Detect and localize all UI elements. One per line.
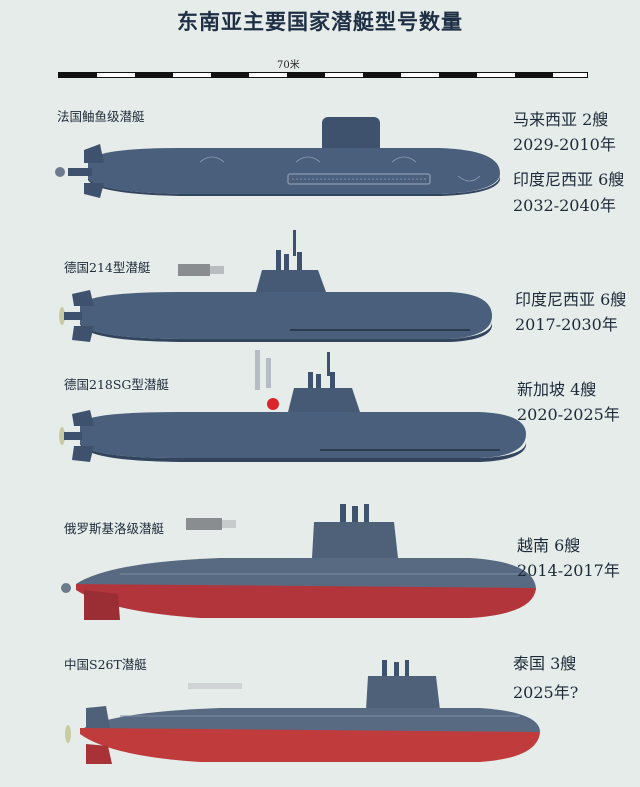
scale-bar: [58, 72, 588, 78]
info-line: 2017-2030年: [515, 314, 618, 334]
page-title: 东南亚主要国家潜艇型号数量: [177, 9, 463, 34]
info-line: 2020-2025年: [517, 404, 620, 424]
submarine-info-type214: 印度尼西亚 6艘 2017-2030年: [515, 288, 626, 338]
s26t-hull: [65, 660, 540, 764]
info-line: 2029-2010年: [513, 134, 616, 154]
info-line: 越南 6艘: [517, 536, 581, 555]
info-line: 2014-2017年: [517, 560, 620, 580]
submarine-info-kilo: 越南 6艘 2014-2017年: [517, 534, 620, 584]
submarine-name-kilo: 俄罗斯基洛级潜艇: [64, 521, 165, 536]
submarine-info-s26t: 泰国 3艘 2025年?: [513, 652, 578, 706]
submarine-info-type218sg: 新加坡 4艘 2020-2025年: [517, 378, 620, 428]
submarine-info-scorpene: 马来西亚 2艘 2029-2010年 印度尼西亚 6艘 2032-2040年: [513, 108, 624, 219]
info-line: 印度尼西亚 6艘: [513, 169, 625, 189]
submarine-name-s26t: 中国S26T潜艇: [64, 657, 147, 672]
info-line: 新加坡 4艘: [517, 380, 597, 399]
info-line: 2032-2040年: [513, 196, 616, 216]
type214-hull: [59, 230, 492, 342]
info-line: 马来西亚 2艘: [513, 110, 609, 129]
scorpene-hull: [55, 117, 500, 198]
info-line: 2025年?: [513, 682, 579, 702]
submarine-name-type218sg: 德国218SG型潜艇: [64, 377, 169, 392]
type218sg-hull: [59, 350, 526, 462]
submarine-name-scorpene: 法国鲉鱼级潜艇: [57, 109, 145, 124]
info-line: 印度尼西亚 6艘: [515, 290, 627, 309]
info-line: 泰国 3艘: [513, 654, 577, 673]
scale-label: 70米: [277, 60, 300, 71]
submarine-name-type214: 德国214型潜艇: [64, 260, 151, 275]
